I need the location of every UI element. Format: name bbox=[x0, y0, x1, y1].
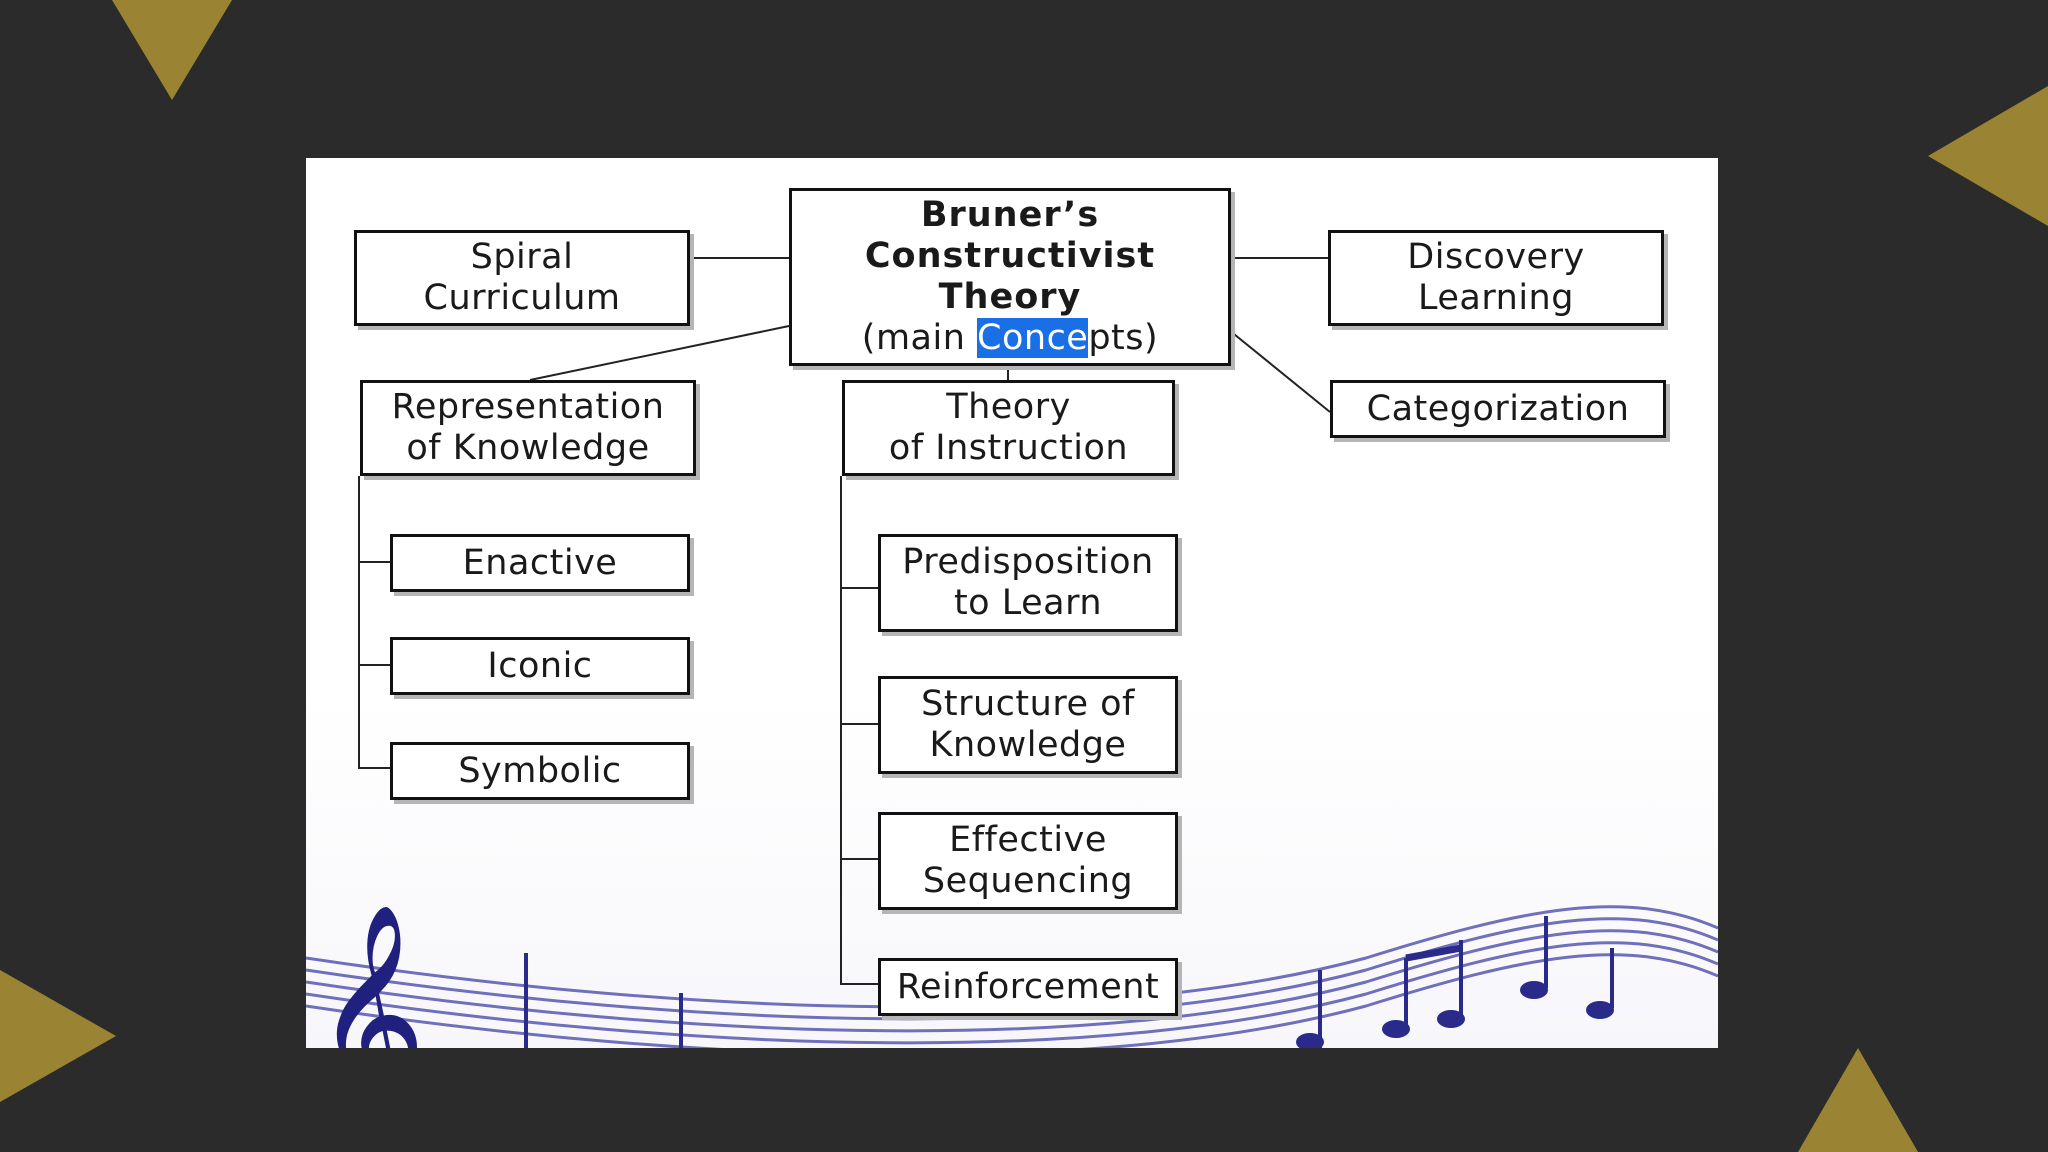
main-title: Bruner’s Constructivist Theory bbox=[864, 195, 1156, 317]
main-concept-box: Bruner’s Constructivist Theory (main Con… bbox=[789, 188, 1231, 366]
reinforcement-box: Reinforcement bbox=[878, 958, 1178, 1016]
categorization-box: Categorization bbox=[1330, 380, 1666, 438]
enactive-box: Enactive bbox=[390, 534, 690, 592]
diagram-slide: 𝄞 Bruner’s Constructivist Theory (main C… bbox=[306, 158, 1718, 1048]
structure-of-knowledge-box: Structure of Knowledge bbox=[878, 676, 1178, 774]
selected-text[interactable]: Conce bbox=[977, 318, 1089, 358]
effective-sequencing-box: Effective Sequencing bbox=[878, 812, 1178, 910]
discovery-learning-box: Discovery Learning bbox=[1328, 230, 1664, 326]
spiral-curriculum-box: Spiral Curriculum bbox=[354, 230, 690, 326]
representation-of-knowledge-box: Representation of Knowledge bbox=[360, 380, 696, 476]
symbolic-box: Symbolic bbox=[390, 742, 690, 800]
music-staff-decoration: 𝄞 bbox=[306, 902, 1718, 1048]
main-subtitle: (main Concepts) bbox=[861, 318, 1159, 358]
iconic-box: Iconic bbox=[390, 637, 690, 695]
theory-of-instruction-box: Theory of Instruction bbox=[842, 380, 1175, 476]
treble-clef-icon: 𝄞 bbox=[314, 902, 426, 1048]
predisposition-to-learn-box: Predisposition to Learn bbox=[878, 534, 1178, 632]
music-notes-icon bbox=[524, 916, 1614, 1048]
connector-lines bbox=[358, 257, 1331, 985]
